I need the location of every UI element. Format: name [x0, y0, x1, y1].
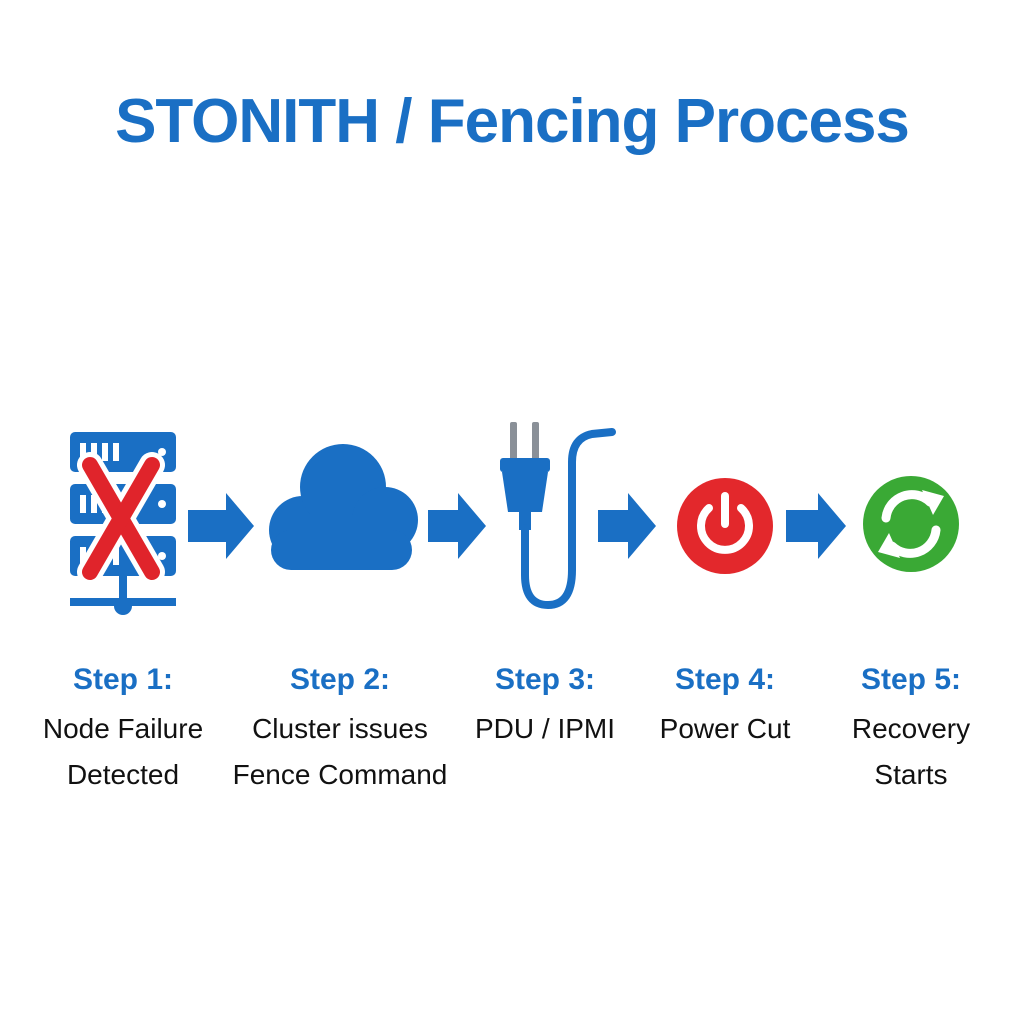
step-4: Step 4: Power Cut	[615, 660, 835, 752]
recovery-refresh-icon	[863, 476, 959, 572]
failed-server-icon	[70, 432, 176, 615]
step-4-description: Power Cut	[615, 706, 835, 752]
arrow-right-icon	[786, 493, 846, 559]
step-3-line-1: PDU / IPMI	[474, 713, 615, 744]
power-button-icon	[677, 478, 773, 574]
step-4-line-1: Power Cut	[659, 713, 791, 744]
step-2-line-2: Fence Command	[232, 759, 448, 790]
arrow-right-icon	[598, 493, 656, 559]
step-1-line-2: Detected	[66, 759, 180, 790]
step-2: Step 2: Cluster issues Fence Command	[230, 660, 450, 798]
step-5-line-2: Starts	[874, 759, 948, 790]
page-title: STONITH / Fencing Process	[115, 87, 910, 156]
step-2-label: Step 2:	[289, 663, 391, 696]
step-5-description: Recovery Starts	[801, 706, 1021, 798]
step-3-label: Step 3:	[494, 663, 596, 696]
arrow-right-icon	[428, 493, 486, 559]
power-plug-icon	[500, 422, 616, 610]
arrow-right-icon	[188, 493, 254, 559]
step-5-line-1: Recovery	[851, 713, 971, 744]
step-1-description: Node Failure Detected	[13, 706, 233, 798]
cloud-icon	[269, 444, 418, 570]
step-1-label: Step 1:	[72, 663, 174, 696]
step-5-label: Step 5:	[860, 663, 962, 696]
step-5: Step 5: Recovery Starts	[801, 660, 1021, 798]
red-x-icon	[77, 452, 165, 585]
step-1-line-1: Node Failure	[42, 713, 204, 744]
step-1: Step 1: Node Failure Detected	[13, 660, 233, 798]
step-3-description: PDU / IPMI	[435, 706, 655, 752]
step-2-line-1: Cluster issues	[252, 713, 428, 744]
step-4-label: Step 4:	[674, 663, 776, 696]
step-3: Step 3: PDU / IPMI	[435, 660, 655, 752]
step-2-description: Cluster issues Fence Command	[230, 706, 450, 798]
